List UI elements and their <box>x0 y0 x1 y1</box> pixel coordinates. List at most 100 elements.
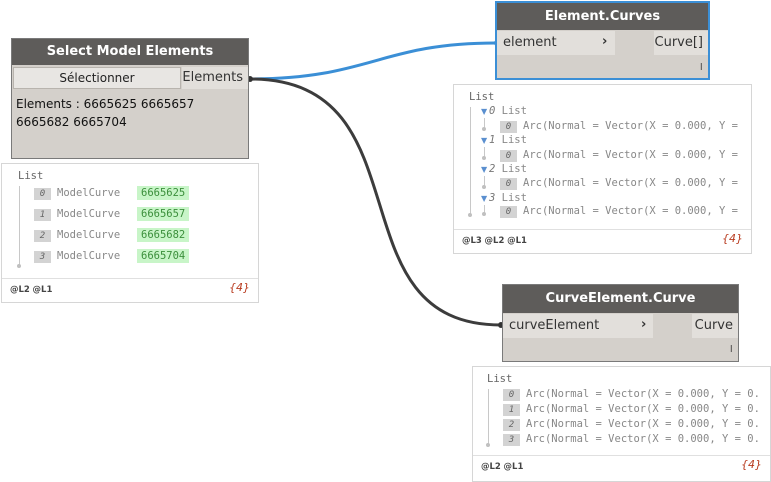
input-port-curve-element[interactable]: curveElement <box>503 314 653 338</box>
sublist-header: 3 List <box>489 192 527 204</box>
lacing-indicator[interactable]: l <box>730 345 733 355</box>
sublist-index: 0 <box>489 105 496 117</box>
item-count: {4} <box>722 232 743 245</box>
sublist-label: List <box>501 105 527 117</box>
item-count: {4} <box>229 281 250 294</box>
item-type: ModelCurve <box>57 229 121 241</box>
item-index: 2 <box>34 230 51 242</box>
list-levels: @L2 @L1 <box>481 462 523 472</box>
item-index: 1 <box>503 404 520 416</box>
item-value: 6665704 <box>137 249 190 263</box>
preview-separator <box>473 455 770 456</box>
tree-dot <box>17 264 21 268</box>
item-type: ModelCurve <box>57 250 121 262</box>
tree-line <box>470 107 471 215</box>
preview-header: List <box>469 91 495 103</box>
preview-separator <box>2 278 258 279</box>
item-index: 0 <box>500 206 517 218</box>
input-port-element[interactable]: element <box>497 31 615 55</box>
item-index: 1 <box>34 209 51 221</box>
node-title[interactable]: CurveElement.Curve <box>503 285 738 313</box>
level-label: @L1 <box>32 285 53 295</box>
collapse-triangle-icon[interactable]: ▼ <box>481 107 488 116</box>
item-value: Arc(Normal = Vector(X = 0.000, Y = <box>523 120 738 132</box>
output-port-curves[interactable]: Curve[] <box>654 31 708 55</box>
tree-dot <box>468 213 472 217</box>
tree-dot <box>486 443 490 447</box>
item-index: 0 <box>500 178 517 190</box>
item-value: Arc(Normal = Vector(X = 0.000, Y = 0. <box>526 433 760 445</box>
node-title[interactable]: Select Model Elements <box>12 39 248 65</box>
item-value: Arc(Normal = Vector(X = 0.000, Y = <box>523 205 738 217</box>
item-value: 6665657 <box>137 207 190 221</box>
wire-elements-to-element[interactable] <box>249 41 497 81</box>
item-value: Arc(Normal = Vector(X = 0.000, Y = 0. <box>526 418 760 430</box>
item-value: 6665682 <box>137 228 190 242</box>
sublist-label: List <box>501 134 527 146</box>
level-label: @L2 <box>10 285 30 295</box>
item-index: 0 <box>34 188 51 200</box>
sublist-index: 3 <box>489 192 496 204</box>
level-label: @L1 <box>507 236 527 246</box>
tree-line <box>484 147 485 157</box>
level-label: @L2 <box>481 462 501 472</box>
item-index: 0 <box>500 150 517 162</box>
list-item: 0 Arc(Normal = Vector(X = 0.000, Y = <box>500 149 738 162</box>
item-count: {4} <box>741 458 762 471</box>
sublist-header: 1 List <box>489 134 527 146</box>
node-title[interactable]: Element.Curves <box>497 3 708 30</box>
tree-dot <box>482 127 486 131</box>
selection-info-line2: 6665682 6665704 <box>16 115 127 129</box>
list-item: 3 Arc(Normal = Vector(X = 0.000, Y = 0. <box>503 433 760 446</box>
list-item: 0 ModelCurve 6665625 <box>34 186 190 200</box>
selection-info-line1: Elements : 6665625 6665657 <box>16 97 195 111</box>
chevron-right-icon: › <box>602 34 608 49</box>
element-curves-node[interactable]: Element.Curves element › Curve[] l <box>495 1 710 80</box>
level-label: @L1 <box>503 462 524 472</box>
tree-line <box>19 186 20 266</box>
item-value: Arc(Normal = Vector(X = 0.000, Y = <box>523 177 738 189</box>
item-value: Arc(Normal = Vector(X = 0.000, Y = <box>523 149 738 161</box>
output-port-elements[interactable]: Elements <box>182 67 248 89</box>
curve-element-curve-node[interactable]: CurveElement.Curve curveElement › Curve … <box>502 284 739 362</box>
collapse-triangle-icon[interactable]: ▼ <box>481 136 488 145</box>
collapse-triangle-icon[interactable]: ▼ <box>481 194 488 203</box>
item-value: 6665625 <box>137 186 190 200</box>
item-index: 3 <box>503 434 520 446</box>
list-levels: @L3 @L2 @L1 <box>462 236 527 246</box>
select-model-elements-node[interactable]: Select Model Elements Sélectionner Eleme… <box>11 38 249 159</box>
preview-header: List <box>487 373 513 385</box>
select-button[interactable]: Sélectionner <box>13 67 181 89</box>
list-item: 0 Arc(Normal = Vector(X = 0.000, Y = <box>500 205 738 218</box>
item-type: ModelCurve <box>57 187 121 199</box>
lacing-indicator[interactable]: l <box>700 63 703 73</box>
sublist-header: 2 List <box>489 163 527 175</box>
output-port-curve[interactable]: Curve <box>692 314 738 338</box>
collapse-triangle-icon[interactable]: ▼ <box>481 165 488 174</box>
tree-dot <box>482 156 486 160</box>
tree-line <box>488 389 489 445</box>
list-item: 0 Arc(Normal = Vector(X = 0.000, Y = <box>500 177 738 190</box>
list-item: 1 Arc(Normal = Vector(X = 0.000, Y = 0. <box>503 403 760 416</box>
sublist-label: List <box>501 192 527 204</box>
list-levels: @L2 @L1 <box>10 285 52 295</box>
list-item: 0 Arc(Normal = Vector(X = 0.000, Y = 0. <box>503 388 760 401</box>
preview-separator <box>454 229 751 230</box>
tree-line <box>484 176 485 186</box>
item-value: Arc(Normal = Vector(X = 0.000, Y = 0. <box>526 388 760 400</box>
preview-header: List <box>18 170 44 182</box>
level-label: @L3 <box>462 236 482 246</box>
tree-dot <box>482 212 486 216</box>
item-value: Arc(Normal = Vector(X = 0.000, Y = 0. <box>526 403 760 415</box>
item-index: 0 <box>503 389 520 401</box>
wire-elements-to-curveelement[interactable] <box>249 77 502 327</box>
sublist-label: List <box>501 163 527 175</box>
tree-dot <box>482 185 486 189</box>
